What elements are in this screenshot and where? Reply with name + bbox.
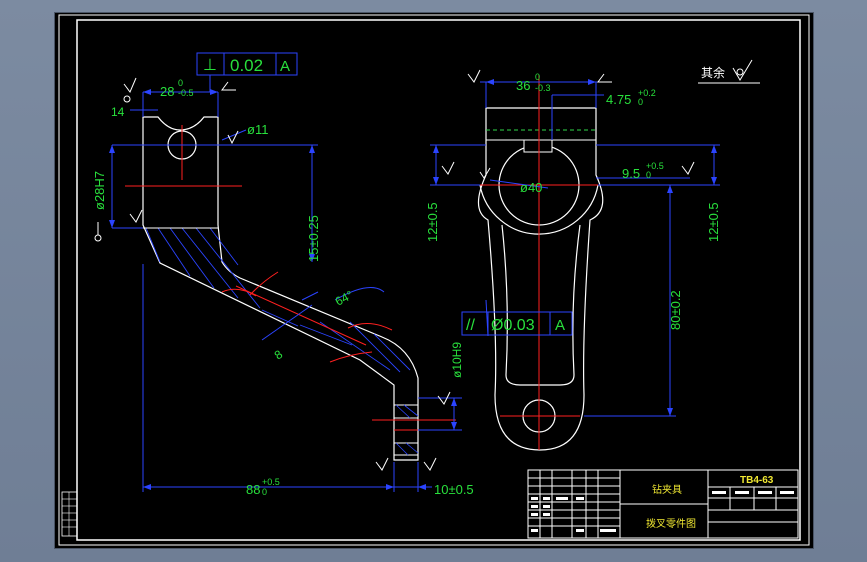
dim-width: 28 (160, 84, 174, 99)
dim-bore-right: ø40 (520, 180, 542, 195)
dim-length-lower: 0 (262, 487, 267, 497)
dim-slot-lower: -0.3 (535, 83, 551, 93)
dim-key-upper: +0.2 (638, 88, 656, 98)
dim-slot: 36 (516, 78, 530, 93)
dim-thickness: 8 (272, 347, 286, 362)
dim-14: 14 (111, 105, 125, 119)
outer-frame (58, 14, 810, 546)
dim-key-lower: 0 (638, 97, 643, 107)
flatness-symbol: ⊥ (203, 57, 217, 74)
dim-keydepth-lower: 0 (646, 170, 651, 180)
dim-hole: ø11 (247, 122, 268, 137)
flatness-frame (196, 52, 298, 92)
dim-center: 80±0.2 (668, 290, 683, 330)
parallelism-tolerance: Ø0.03 (491, 317, 535, 334)
dim-tip: 10±0.5 (434, 482, 474, 497)
fixture-label: 钻夹具 (652, 483, 682, 496)
dim-length: 88 (246, 482, 260, 497)
revision-strip (61, 491, 78, 537)
parallelism-symbol: // (466, 317, 475, 334)
dim-keydepth-upper: +0.5 (646, 161, 664, 171)
dim-keydepth: 9.5 (622, 166, 640, 181)
dim-small-bore: ø10H9 (450, 342, 464, 378)
parallelism-datum: A (555, 317, 565, 334)
title-block (527, 469, 799, 539)
flatness-datum: A (280, 58, 290, 75)
dim-left-12: 12±0.5 (425, 202, 440, 242)
drawing-name: 拨叉零件图 (646, 517, 696, 530)
dim-bore-left: ø28H7 (92, 171, 107, 210)
dim-width-lower: -0.5 (178, 88, 194, 98)
dim-angle: 64° (333, 288, 356, 309)
dim-height-left: 15±0.25 (306, 215, 321, 262)
parallelism-frame (461, 311, 573, 336)
dim-width-upper: 0 (178, 78, 183, 88)
cad-viewport[interactable] (55, 13, 813, 548)
title-block-fine-print (531, 491, 794, 532)
dim-length-upper: +0.5 (262, 477, 280, 487)
dim-right-12: 12±0.5 (706, 202, 721, 242)
drawing-number: TB4-63 (740, 475, 774, 486)
dim-key: 4.75 (606, 92, 631, 107)
left-view (94, 77, 462, 492)
remaining-roughness-symbol (698, 59, 760, 84)
remaining-roughness-label: 其余 (701, 65, 725, 80)
flatness-tolerance: 0.02 (230, 56, 263, 75)
dim-slot-upper: 0 (535, 72, 540, 82)
right-view (430, 69, 720, 451)
inner-frame (76, 19, 801, 541)
